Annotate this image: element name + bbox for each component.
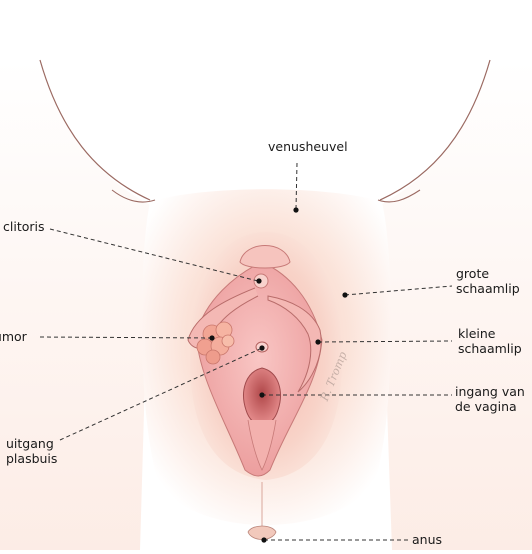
label-grote-schaamlip: grote schaamlip [456, 266, 520, 296]
clitoral-hood [239, 245, 291, 269]
label-venusheuvel: venusheuvel [268, 139, 348, 154]
label-anus: anus [412, 532, 443, 547]
label-ingang-vagina: ingang van de vagina [455, 384, 525, 414]
thigh-right [380, 60, 532, 550]
label-tumor: tumor [0, 329, 27, 344]
label-clitoris: clitoris [3, 219, 45, 234]
label-uitgang-plasbuis: uitgang plasbuis [6, 436, 58, 466]
thigh-left [0, 60, 150, 550]
anus-shape [247, 525, 277, 540]
label-kleine-schaamlip: kleine schaamlip [458, 326, 522, 356]
tumor-growth [196, 321, 235, 365]
